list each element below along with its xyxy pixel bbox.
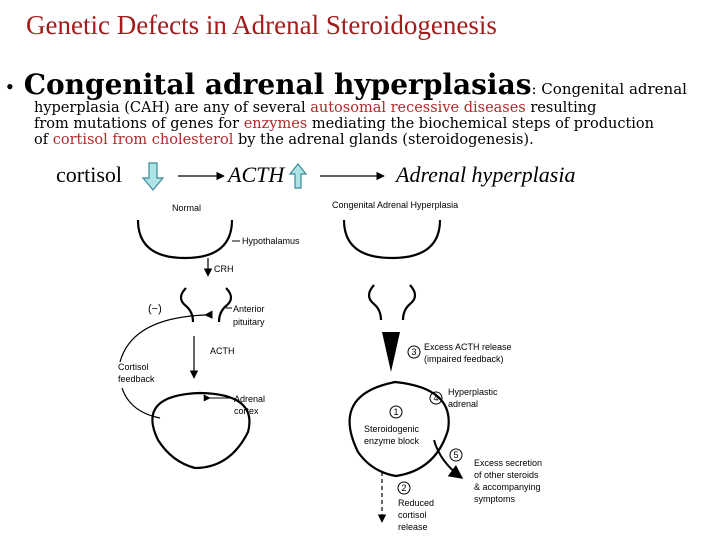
- label-excess-secretion-3: & accompanying: [474, 482, 541, 492]
- step-4-marker: [429, 391, 443, 405]
- bullet-lead: : Congenital adrenal: [531, 80, 687, 98]
- highlighted-term: cortisol: [52, 132, 108, 148]
- label-hyperplastic-1: Hyperplastic: [448, 387, 498, 397]
- step-1-number: 1: [393, 407, 398, 417]
- label-acth: ACTH: [210, 346, 235, 356]
- up-arrow-icon: [288, 163, 308, 189]
- label-cortisol-feedback-1: Cortisol: [118, 362, 149, 372]
- flow-acth: ACTH: [228, 162, 285, 187]
- definition-paragraph: hyperplasia (CAH) are any of several aut…: [34, 100, 694, 148]
- step-3-number: 3: [411, 347, 416, 357]
- label-excess-acth-2: (impaired feedback): [424, 354, 504, 364]
- feedback-arrow-lower: [121, 387, 161, 419]
- highlighted-term: autosomal recessive diseases: [310, 100, 526, 116]
- label-excess-acth-1: Excess ACTH release: [424, 342, 512, 352]
- flow-cortisol: cortisol: [56, 162, 122, 187]
- step-4-number: 4: [433, 393, 438, 403]
- feedback-arrow-upper: [119, 310, 213, 363]
- label-excess-secretion-1: Excess secretion: [474, 458, 542, 468]
- text-run: resulting: [525, 100, 597, 116]
- label-anterior-pituitary-2: pituitary: [233, 317, 265, 327]
- bullet-heading: Congenital adrenal hyperplasias: [23, 68, 532, 101]
- step-2-marker: [397, 481, 411, 495]
- normal-adrenal-shape: [151, 391, 251, 470]
- step-5-number: 5: [453, 450, 458, 460]
- paragraph-line: from mutations of genes for enzymes medi…: [34, 116, 694, 132]
- flow-adrenal-hyperplasia: Adrenal hyperplasia: [396, 162, 576, 187]
- bullet-heading-row: • Congenital adrenal hyperplasias: Congen…: [6, 68, 706, 101]
- step-1-marker: [389, 405, 403, 419]
- normal-hypothalamus-shape: [136, 219, 234, 260]
- normal-pituitary-shape: [179, 287, 233, 323]
- step-3-marker: [407, 345, 421, 359]
- label-crh: CRH: [214, 264, 234, 274]
- text-run: from mutations of genes for: [34, 116, 244, 132]
- thick-acth-arrow-icon: [382, 332, 400, 372]
- paragraph-line: hyperplasia (CAH) are any of several aut…: [34, 100, 694, 116]
- label-reduced-cortisol-1: Reduced: [398, 498, 434, 508]
- inhibition-sign: (−): [148, 303, 162, 315]
- excess-secretion-arrow: [433, 439, 464, 479]
- highlighted-term: from cholesterol: [112, 132, 234, 148]
- label-adrenal-cortex-2: cortex: [234, 406, 259, 416]
- paragraph-line: of cortisol from cholesterol by the adre…: [34, 132, 694, 148]
- label-reduced-cortisol-3: release: [398, 522, 428, 532]
- text-run: by the adrenal glands (steroidogenesis).: [233, 132, 534, 148]
- label-anterior-pituitary-1: Anterior: [233, 304, 265, 314]
- text-run: hyperplasia (CAH) are any of several: [34, 100, 311, 116]
- cah-panel-title: Congenital Adrenal Hyperplasia: [332, 200, 458, 210]
- step-2-number: 2: [401, 483, 406, 493]
- label-hypothalamus: Hypothalamus: [242, 236, 300, 246]
- cah-hypothalamus-shape: [342, 219, 442, 260]
- label-excess-secretion-4: symptoms: [474, 494, 516, 504]
- step-5-marker: [449, 448, 463, 462]
- normal-panel-title: Normal: [172, 203, 201, 213]
- text-run: mediating the biochemical steps of produ…: [307, 116, 654, 132]
- label-enzyme-block-1: Steroidogenic: [364, 424, 420, 434]
- label-cortisol-feedback-2: feedback: [118, 374, 155, 384]
- cah-adrenal-shape: [348, 380, 450, 478]
- bullet-dot: •: [6, 74, 14, 99]
- label-excess-secretion-2: of other steroids: [474, 470, 539, 480]
- cah-pituitary-shape: [367, 284, 417, 321]
- label-adrenal-cortex-1: Adrenal: [234, 394, 265, 404]
- down-arrow-icon: [141, 162, 165, 191]
- label-enzyme-block-2: enzyme block: [364, 436, 420, 446]
- highlighted-term: enzymes: [243, 116, 308, 132]
- slide-title: Genetic Defects in Adrenal Steroidogenes…: [26, 10, 497, 40]
- label-hyperplastic-2: adrenal: [448, 399, 478, 409]
- label-reduced-cortisol-2: cortisol: [398, 510, 427, 520]
- text-run: of: [34, 132, 53, 148]
